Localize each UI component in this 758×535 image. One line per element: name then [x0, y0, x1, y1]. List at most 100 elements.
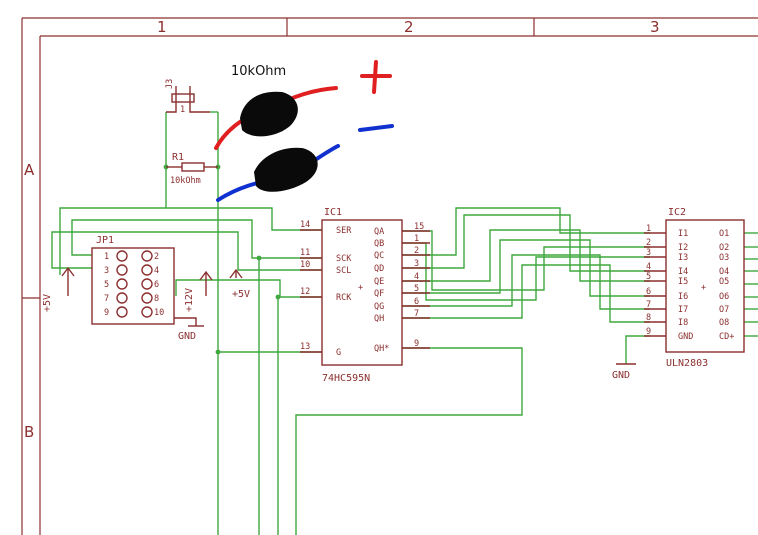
- ic1-plus: +: [358, 283, 363, 293]
- ic2-output-name: O6: [719, 292, 729, 302]
- jumper-pin-right-number: 4: [154, 266, 159, 276]
- ic1-pin-number: 10: [300, 260, 310, 270]
- ic1-pin-name: QB: [374, 239, 384, 249]
- jumper-pin: [141, 306, 153, 318]
- jumper-gnd: GND: [178, 331, 196, 342]
- ic2-output-name: O4: [719, 267, 729, 277]
- frame-column-1: 1: [157, 18, 167, 36]
- ic1-pin-number: 7: [414, 309, 419, 319]
- plus-sign-icon: [360, 60, 392, 94]
- ic2-gnd: GND: [612, 370, 630, 381]
- ic2-pin-name: I8: [678, 318, 688, 328]
- hand-annotation: 10kOhm: [214, 60, 394, 202]
- supply-mid-label: +5V: [232, 289, 250, 300]
- ic1-pin-number: 3: [414, 259, 419, 269]
- jumper-pin-left-number: 9: [104, 308, 109, 318]
- ic1-pin-name: SER: [336, 226, 352, 236]
- jumper-pin-right-number: 6: [154, 280, 159, 290]
- resistor-value: 10kOhm: [170, 176, 201, 186]
- connector-j3: J3 1: [165, 79, 210, 115]
- ic2-pin-name: I4: [678, 267, 688, 277]
- resistor-r1: R1 10kOhm: [166, 152, 218, 186]
- ic2-pin-name: I1: [678, 229, 688, 239]
- jumper-pin: [116, 250, 128, 262]
- ic2-pin-name: I5: [678, 277, 688, 287]
- wires: [51, 111, 758, 535]
- jumper-pin-right-number: 8: [154, 294, 159, 304]
- ic2-part: ULN2803: [666, 358, 708, 369]
- ic2-pin-name: I6: [678, 292, 688, 302]
- ic2-pin-number: 5: [646, 272, 651, 282]
- ic1-pin-name: QD: [374, 264, 384, 274]
- jumper-pin-right-number: 10: [154, 308, 164, 318]
- ic2-output-name: O8: [719, 318, 729, 328]
- jumper-pin-right-number: 2: [154, 252, 159, 262]
- jumper-pin: [141, 264, 153, 276]
- ic2-pin-number: 3: [646, 248, 651, 258]
- ic2-output-name: O3: [719, 253, 729, 263]
- ic1-pin-name: RCK: [336, 293, 352, 303]
- jumper-pin-left-number: 3: [104, 266, 109, 276]
- ic2-pin-number: 8: [646, 313, 651, 323]
- frame-column-2: 2: [404, 18, 414, 36]
- drawing-frame: 1 2 3 A B: [21, 17, 758, 535]
- minus-sign-icon: [358, 124, 394, 132]
- resistor-note: 10kOhm: [231, 64, 286, 79]
- ic2-pin-name: I3: [678, 253, 688, 263]
- negative-sleeve: [254, 147, 318, 192]
- ic1-pin-number: 13: [300, 342, 310, 352]
- ic2-output-name: CD+: [719, 332, 734, 342]
- ic1-pin-name: QF: [374, 289, 384, 299]
- ic1-pin-number: 6: [414, 297, 419, 307]
- ic2-output-name: O2: [719, 243, 729, 253]
- positive-sleeve: [240, 91, 298, 137]
- resistor-name: R1: [172, 152, 184, 163]
- jumper-pin: [116, 306, 128, 318]
- jumper-name: JP1: [96, 235, 114, 246]
- ic1-pin-name: SCK: [336, 254, 352, 264]
- connector-name: J3: [165, 79, 175, 89]
- ic2-pin-number: 7: [646, 300, 651, 310]
- jumper-pin: [116, 264, 128, 276]
- ic1-pin-name: G: [336, 348, 341, 358]
- ic2-pin-name: I7: [678, 305, 688, 315]
- ic2-pin-number: 9: [646, 327, 651, 337]
- ic2-pin-number: 4: [646, 262, 651, 272]
- jumper-pin: [141, 292, 153, 304]
- ic2-pin-number: 2: [646, 238, 651, 248]
- ic2-plus: +: [701, 283, 706, 293]
- ic1-name: IC1: [324, 207, 342, 218]
- frame-row-b: B: [24, 423, 34, 441]
- ic1-pin-number: 15: [414, 222, 424, 232]
- jumper-pin: [141, 278, 153, 290]
- jumper-pin-left-number: 1: [104, 252, 109, 262]
- jumper-label-left: +5V: [42, 294, 53, 312]
- ic1-pin-name: QH: [374, 314, 384, 324]
- ic2-output-name: O1: [719, 229, 729, 239]
- supply-5v: +5V: [229, 268, 250, 300]
- ic1-pin-name: QH*: [374, 344, 389, 354]
- ic1-pin-name: QC: [374, 251, 384, 261]
- ic1-pin-name: QE: [374, 277, 384, 287]
- ic2-output-name: O7: [719, 305, 729, 315]
- ic1-pin-name: QA: [374, 227, 384, 237]
- ic2-pin-number: 6: [646, 287, 651, 297]
- ic2-pin-name: I2: [678, 243, 688, 253]
- frame-column-3: 3: [650, 18, 660, 36]
- connector-sub: 1: [180, 105, 185, 115]
- ic1-pin-number: 12: [300, 287, 310, 297]
- frame-row-a: A: [24, 161, 35, 179]
- ic1-part: 74HC595N: [322, 373, 370, 384]
- ic1-pin-name: QG: [374, 302, 384, 312]
- jumper-pin-left-number: 5: [104, 280, 109, 290]
- jumper-pin: [141, 250, 153, 262]
- ic2-output-name: O5: [719, 277, 729, 287]
- jumper-pin-left-number: 7: [104, 294, 109, 304]
- ic2-pin-number: 1: [646, 224, 651, 234]
- ic1-pin-number: 14: [300, 220, 310, 230]
- ic1-pin-number: 2: [414, 246, 419, 256]
